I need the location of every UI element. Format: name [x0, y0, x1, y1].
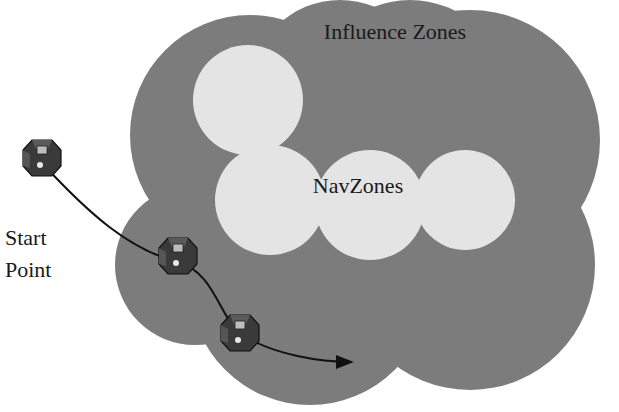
robot-icon	[221, 315, 259, 351]
influence-zone-title: Influence Zones	[324, 18, 466, 47]
start-point-label: Start Point	[5, 222, 67, 286]
path-arrow	[42, 163, 352, 362]
navzone-title: NavZones	[313, 172, 403, 201]
robot-icon	[23, 140, 61, 176]
robot-icon	[159, 238, 197, 274]
